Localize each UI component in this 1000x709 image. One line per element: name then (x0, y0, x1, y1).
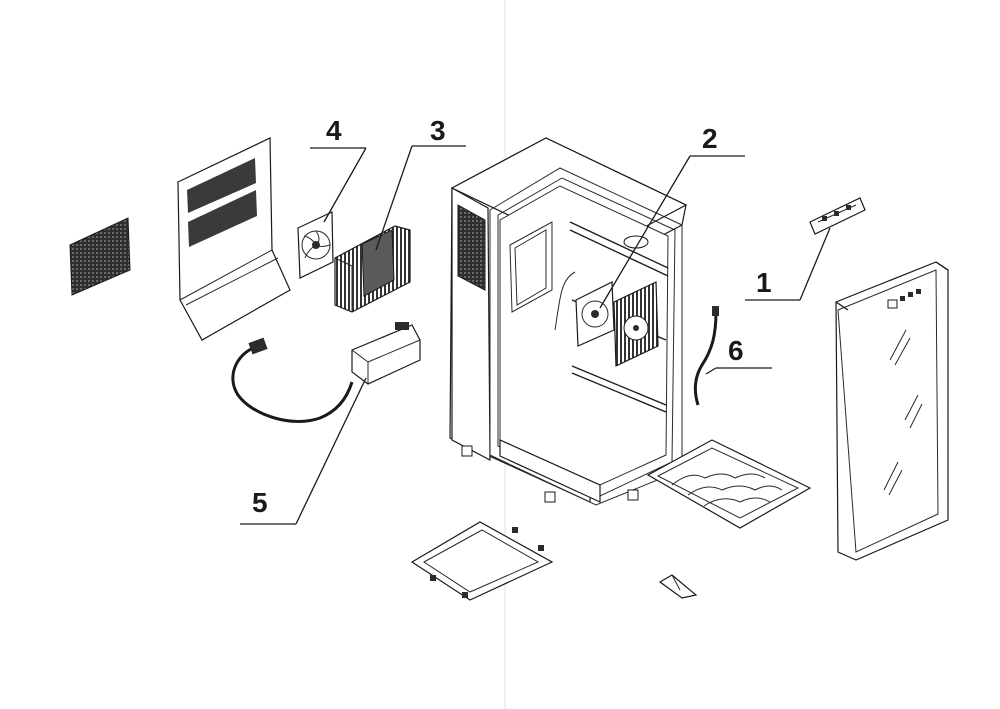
callout-1: 1 (756, 267, 772, 298)
callout-4: 4 (326, 115, 342, 146)
cabinet-body (449, 137, 688, 506)
power-cord-5 (231, 337, 354, 423)
callout-2: 2 (702, 123, 718, 154)
door-wedge (658, 574, 698, 599)
rear-vent-panel (177, 137, 291, 341)
callout-6: 6 (728, 335, 744, 366)
callout-5: 5 (252, 487, 268, 518)
control-board-1 (809, 197, 866, 235)
wire-shelf (646, 439, 812, 529)
drip-tray (410, 521, 554, 601)
front-grille (69, 217, 131, 296)
fan-assembly-4 (297, 211, 334, 279)
glass-door (835, 261, 949, 561)
callout-3: 3 (430, 115, 446, 146)
callout-labels: 4 3 2 1 6 5 (252, 115, 772, 518)
sensor-wire-6 (693, 306, 719, 406)
leader-lines (240, 145, 831, 525)
heatsink-assembly-3 (334, 225, 411, 313)
control-bracket-5 (351, 322, 421, 385)
